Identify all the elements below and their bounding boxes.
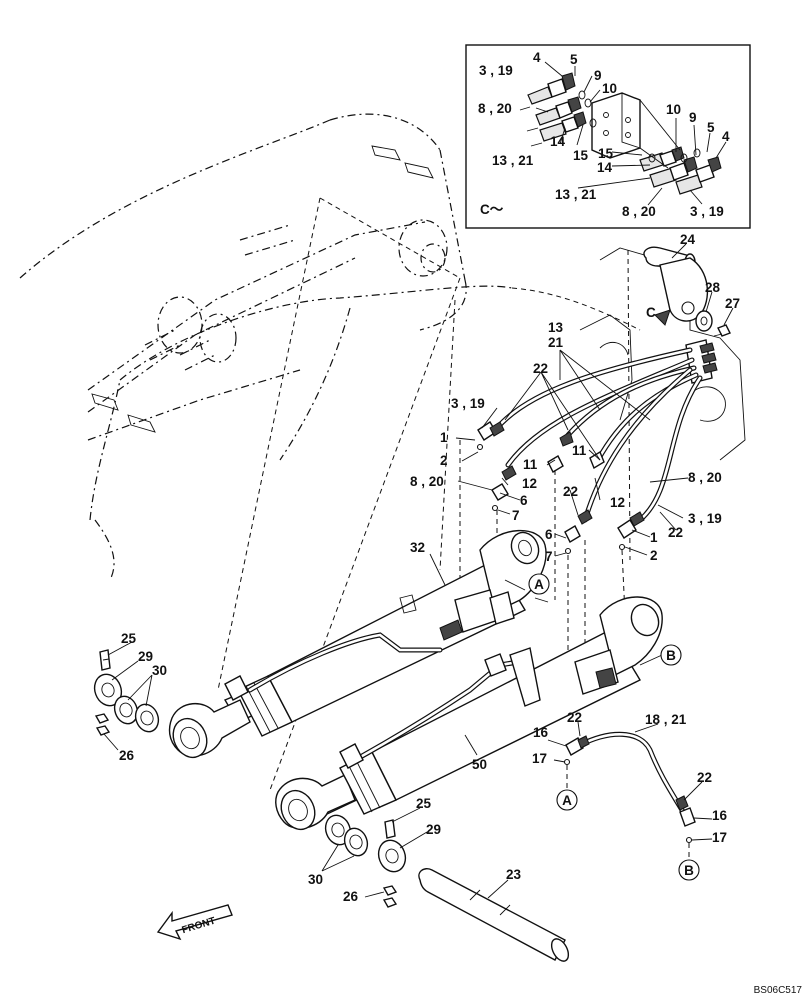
callout: 29 (426, 822, 441, 837)
callout: 30 (308, 872, 323, 887)
marker-b-lower-circle (678, 859, 700, 881)
callout: 30 (152, 663, 167, 678)
hose-fittings (476, 421, 645, 555)
callout: 26 (343, 889, 359, 904)
cylinder-32 (168, 529, 547, 759)
callout: 16 (712, 808, 728, 823)
callout: 24 (680, 232, 696, 247)
pin-23 (418, 868, 570, 962)
callout: 16 (533, 725, 549, 740)
callout: 11 (523, 457, 538, 472)
callout: 12 (610, 495, 625, 510)
marker-a-upper: A (534, 577, 544, 592)
fastener-group-left (93, 649, 160, 736)
detail-label: 14 (550, 134, 566, 149)
detail-frame (465, 44, 751, 229)
ref-markers: A B A B (528, 573, 700, 881)
callout: 18 , 21 (645, 712, 687, 727)
callout: 22 (533, 361, 548, 376)
callout: 29 (138, 649, 153, 664)
callout: 8 , 20 (410, 474, 444, 489)
callout: 11 (572, 443, 587, 458)
callout: 22 (567, 710, 582, 725)
callout: 3 , 19 (688, 511, 722, 526)
detail-label: 13 , 21 (492, 153, 534, 168)
view-arrow-label: C (646, 305, 656, 320)
detail-fittings-right (639, 99, 722, 195)
detail-labels: 3 , 19 4 5 9 10 8 , 20 14 15 13 , 21 10 … (478, 50, 730, 219)
callout: 7 (512, 508, 520, 523)
hose-18-21 (563, 731, 696, 860)
detail-label: 14 (597, 160, 613, 175)
callout: 22 (563, 484, 578, 499)
callout: 1 (440, 430, 448, 445)
detail-label: 8 , 20 (478, 101, 512, 116)
callout: 13 (548, 320, 564, 335)
fastener-group-bottom (324, 814, 407, 908)
callout: 25 (416, 796, 432, 811)
arm-bracket (511, 247, 746, 561)
boom-outline (19, 113, 513, 791)
callout: 2 (440, 453, 448, 468)
detail-view-c (465, 44, 751, 229)
detail-label: 9 (689, 110, 697, 125)
callout: 22 (668, 525, 683, 540)
marker-a-lower: A (562, 793, 572, 808)
callout: 17 (712, 830, 727, 845)
callout: 25 (121, 631, 137, 646)
callout: 17 (532, 751, 547, 766)
callout: 6 (520, 493, 528, 508)
callout: 50 (472, 757, 487, 772)
front-arrow: FRONT (156, 904, 233, 941)
marker-b-circle (660, 644, 682, 666)
bolt-27 (713, 324, 731, 337)
leader-lines (103, 243, 734, 899)
callout: 2 (650, 548, 658, 563)
marker-b-lower: B (684, 863, 694, 878)
marker-a-lower-circle (556, 789, 578, 811)
hoses (494, 347, 703, 523)
detail-label: 15 (598, 146, 614, 161)
detail-label: 13 , 21 (555, 187, 597, 202)
marker-b-upper: B (666, 648, 676, 663)
detail-fittings-left (519, 72, 597, 147)
callout: 8 , 20 (688, 470, 722, 485)
callout: 26 (119, 748, 135, 763)
detail-label: 5 (570, 52, 578, 67)
detail-title: C～ (480, 202, 504, 217)
detail-label: 9 (594, 68, 602, 83)
detail-label: 3 , 19 (690, 204, 724, 219)
callout: 1 (650, 530, 658, 545)
callout: 23 (506, 867, 522, 882)
manifold-block (591, 92, 641, 159)
detail-label: 15 (573, 148, 589, 163)
callout: 28 (705, 280, 721, 295)
detail-label: 5 (707, 120, 715, 135)
callout: 3 , 19 (451, 396, 485, 411)
callout: 22 (697, 770, 712, 785)
callout: 12 (522, 476, 537, 491)
detail-label: 10 (666, 102, 681, 117)
washer-28 (695, 310, 713, 332)
marker-a-circle (528, 573, 550, 595)
callout: 21 (548, 335, 564, 350)
drawing-code: BS06C517 (754, 985, 803, 996)
callout-labels: 24 28 27 13 21 22 3 , 19 1 2 11 11 12 8 … (119, 232, 740, 904)
callout: 27 (725, 296, 740, 311)
callout: 6 (545, 527, 553, 542)
detail-label: 4 (533, 50, 541, 65)
detail-label: 4 (722, 129, 730, 144)
callout: 7 (545, 549, 553, 564)
pin-24 (643, 246, 709, 322)
cylinder-50 (275, 596, 663, 831)
arm-manifold (685, 339, 718, 384)
view-c-arrow (654, 309, 671, 326)
callout: 32 (410, 540, 425, 555)
detail-label: 10 (602, 81, 617, 96)
detail-label: 3 , 19 (479, 63, 513, 78)
detail-label: 8 , 20 (622, 204, 656, 219)
